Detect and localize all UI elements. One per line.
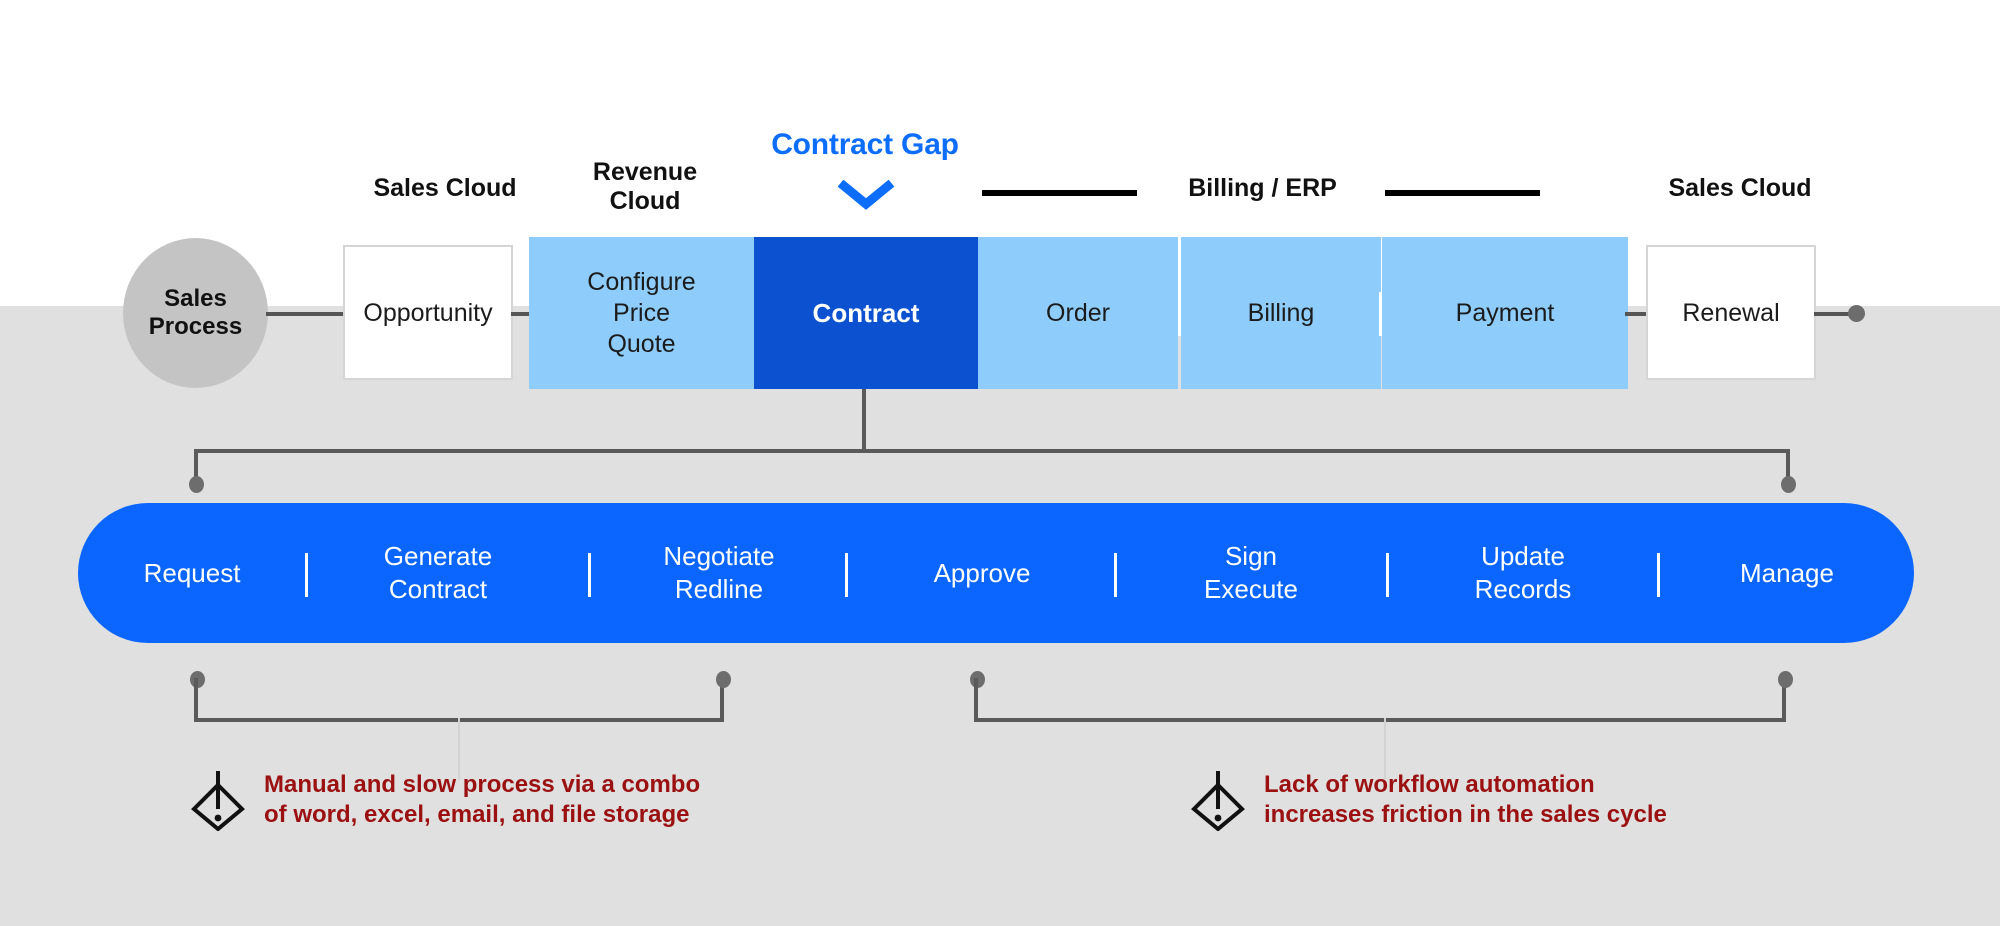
- bracket-bottom-left-end-drop: [720, 678, 724, 722]
- lifecycle-step-approve[interactable]: Approve: [933, 557, 1031, 588]
- bracket-stem-contract: [862, 389, 866, 451]
- bracket-top-right-drop: [1786, 449, 1790, 484]
- header-rule-right: [1385, 190, 1540, 196]
- bracket-bottom-left-end-dot: [716, 671, 731, 688]
- segment-divider-billing-payment: [1379, 292, 1382, 336]
- callout-manual-process-text: Manual and slow process via a combo of w…: [264, 770, 701, 828]
- bracket-bottom-right-horizontal: [974, 718, 1786, 722]
- stage-renewal[interactable]: Renewal: [1646, 245, 1816, 380]
- start-node-sales-process: Sales Process: [123, 238, 268, 388]
- header-rule-left: [982, 190, 1137, 196]
- connector-start-to-opportunity: [266, 312, 346, 316]
- bracket-top-right-dot: [1781, 476, 1796, 493]
- connector-renewal-to-end: [1814, 312, 1859, 316]
- header-billing-erp: Billing / ERP: [1188, 174, 1337, 202]
- stage-contract[interactable]: Contract: [754, 237, 978, 389]
- bracket-top-horizontal: [194, 449, 1790, 453]
- callout-manual-process: Manual and slow process via a combo of w…: [190, 762, 910, 837]
- segment-divider-order-billing: [1178, 292, 1181, 336]
- lifecycle-step-generate-contract[interactable]: Generate Contract: [383, 541, 493, 604]
- lifecycle-step-sign-execute[interactable]: Sign Execute: [1204, 541, 1298, 604]
- bracket-bottom-left-start-drop: [194, 678, 198, 722]
- bracket-top-left-drop: [194, 449, 198, 484]
- end-node-dot: [1848, 305, 1865, 322]
- stage-configure-price-quote[interactable]: Configure Price Quote: [529, 237, 754, 389]
- bracket-bottom-right-stem: [1384, 718, 1386, 780]
- stage-billing[interactable]: Billing: [1181, 237, 1381, 389]
- pill-divider-2: [588, 553, 591, 597]
- lifecycle-step-update-records[interactable]: Update Records: [1474, 541, 1572, 604]
- stage-payment[interactable]: Payment: [1382, 237, 1628, 389]
- bracket-bottom-right-end-dot: [1778, 671, 1793, 688]
- chevron-down-icon: [836, 179, 896, 210]
- warning-diamond-icon: [190, 769, 246, 832]
- stage-opportunity[interactable]: Opportunity: [343, 245, 513, 380]
- connector-payment-to-renewal: [1625, 312, 1648, 316]
- callout-workflow-automation-text: Lack of workflow automation increases fr…: [1264, 770, 1667, 828]
- header-sales-cloud-right: Sales Cloud: [1668, 174, 1812, 202]
- bracket-bottom-right-end-drop: [1782, 678, 1786, 722]
- bracket-top-left-dot: [189, 476, 204, 493]
- contract-lifecycle-pill: [78, 503, 1914, 643]
- warning-diamond-icon: [1190, 769, 1246, 832]
- lifecycle-step-manage[interactable]: Manage: [1740, 557, 1834, 588]
- lifecycle-step-request[interactable]: Request: [143, 557, 241, 588]
- pill-divider-6: [1657, 553, 1660, 597]
- pill-divider-1: [305, 553, 308, 597]
- callout-workflow-automation: Lack of workflow automation increases fr…: [1190, 762, 1910, 837]
- connector-opportunity-to-cpq: [511, 312, 533, 316]
- header-sales-cloud-left: Sales Cloud: [373, 174, 517, 202]
- header-revenue-cloud: Revenue Cloud: [592, 158, 698, 215]
- stage-order[interactable]: Order: [978, 237, 1178, 389]
- bracket-bottom-left-stem: [458, 718, 460, 780]
- bracket-bottom-right-start-drop: [974, 678, 978, 722]
- pill-divider-3: [845, 553, 848, 597]
- pill-divider-4: [1114, 553, 1117, 597]
- lifecycle-step-negotiate-redline[interactable]: Negotiate Redline: [663, 541, 775, 604]
- header-contract-gap: Contract Gap: [771, 128, 959, 161]
- pill-divider-5: [1386, 553, 1389, 597]
